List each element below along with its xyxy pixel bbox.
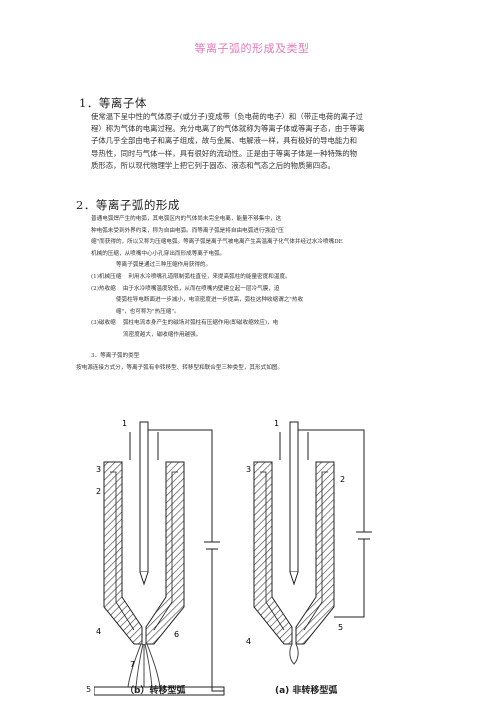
section1-body: 使常温下呈中性的气体原子(或分子)变成带（负电荷的电子）和（带正电荷的离子过 程… xyxy=(91,111,364,172)
section2-line: 种电弧未受到外界约束，称为自由电弧。而等离子弧是将自由电弧进行强迫"压 xyxy=(91,227,284,234)
section1-line: 程）称为气体的电离过程。充分电离了的气体就称为等离子体或等离子态，由于等离 xyxy=(91,124,365,134)
left-label-2: 2 xyxy=(96,487,101,496)
left-cooling-channel xyxy=(110,471,178,631)
section1-heading: 1．等离子体 xyxy=(79,96,147,110)
section2-indent-line: 等离子弧是通过三种压缩作用获得的。 xyxy=(116,262,212,269)
section1-line: 子体几乎全部由电子和离子组成，故与金属、电解液一样，具有极好的导电能力和 xyxy=(91,136,358,146)
transferred-arc-diagram: 1 2 3 4 5 6 7 xyxy=(94,419,225,696)
compression-item: (1)机械压缩 利用水冷喷嘴孔道限制弧柱直径，来提高弧柱的能量密度和温度。 xyxy=(91,273,291,280)
section2-heading: 2．等离子弧的形成 xyxy=(76,198,180,212)
figure-caption-left: （b）转移型弧 xyxy=(125,686,186,696)
left-label-7: 7 xyxy=(130,660,135,669)
left-electrode xyxy=(139,421,149,573)
compression-item: 流密度越大，磁收缩作用越强。 xyxy=(91,331,202,338)
right-label-4: 4 xyxy=(246,637,251,646)
left-label-3: 3 xyxy=(96,465,101,474)
left-label-4: 4 xyxy=(96,627,101,636)
non-transferred-arc-diagram: 1 2 3 4 5 xyxy=(246,419,372,665)
section1-line: 使常温下呈中性的气体原子(或分子)变成带（负电荷的电子）和（带正电荷的离子过 xyxy=(91,112,363,121)
workpiece-label-5: 5 xyxy=(86,685,92,694)
left-label-1: 1 xyxy=(122,419,127,428)
compression-item: 缩"，也可称为"热压缩"。 xyxy=(91,308,180,315)
plasma-arc-figure: 1 2 3 4 5 6 7 1 2 3 4 5 （b）转移型弧 xyxy=(94,419,372,696)
compression-item: 使弧柱导电断面进一步减小，电流密度进一步提高，弧柱这种收缩谓之"热收 xyxy=(91,297,304,304)
section2-line: 普通电弧焊产生的电弧，其电弧区内的气体尚未完全电离，能量不够集中，这 xyxy=(91,216,282,222)
compression-item: (3)磁收缩 弧柱电流本身产生的磁场对弧柱有压缩作用(即磁收缩效应)，电 xyxy=(91,320,279,327)
section2-line: 机械的压缩，从喷嘴中心小孔穿出而形成等离子电弧。 xyxy=(91,250,226,257)
right-nozzle-body xyxy=(253,461,335,645)
types-heading: 3．等离子弧的类型 xyxy=(91,353,140,359)
left-label-6: 6 xyxy=(174,630,179,639)
right-electrode-tip xyxy=(289,571,299,586)
right-electrode xyxy=(289,421,299,573)
section2-line: 缩"而获得的，所以又称为压缩电弧。等离子弧是离子气被电离产生高温离子化气体并经过… xyxy=(91,239,343,246)
right-arc-flame xyxy=(289,643,299,665)
left-electrode-tip xyxy=(139,571,149,586)
section1-line: 质形态，所以现代物理学上把它列于固态、液态和气态之后的物质第四态。 xyxy=(91,160,335,170)
right-label-3: 3 xyxy=(246,465,251,474)
right-label-5: 5 xyxy=(338,623,343,632)
types-description: 按电源连接方式分，等离子弧有非转移型、转移型和联合型三种类型，其形式如图。 xyxy=(76,365,283,371)
section2-body: 普通电弧焊产生的电弧，其电弧区内的气体尚未完全电离，能量不够集中，这 种电弧未受… xyxy=(91,214,343,342)
right-label-2: 2 xyxy=(340,475,345,484)
right-circuit xyxy=(298,429,372,618)
compression-item: (2)热收缩 由于水冷喷嘴温度较低，从而在喷嘴内壁建立起一层冷气膜，迫 xyxy=(91,285,280,292)
left-nozzle-body xyxy=(103,461,185,645)
figure-caption-right: (a) 非转移型弧 xyxy=(275,686,338,696)
left-arc-flame xyxy=(127,643,161,688)
right-cooling-channel xyxy=(260,471,328,631)
left-circuit xyxy=(148,429,224,692)
right-label-1: 1 xyxy=(274,419,279,428)
page-title: 等离子弧的形成及类型 xyxy=(194,42,310,55)
section1-line: 导热性，同时与气体一样，具有很好的流动性。正是由于等离子体是一种特殊的物 xyxy=(91,148,358,158)
